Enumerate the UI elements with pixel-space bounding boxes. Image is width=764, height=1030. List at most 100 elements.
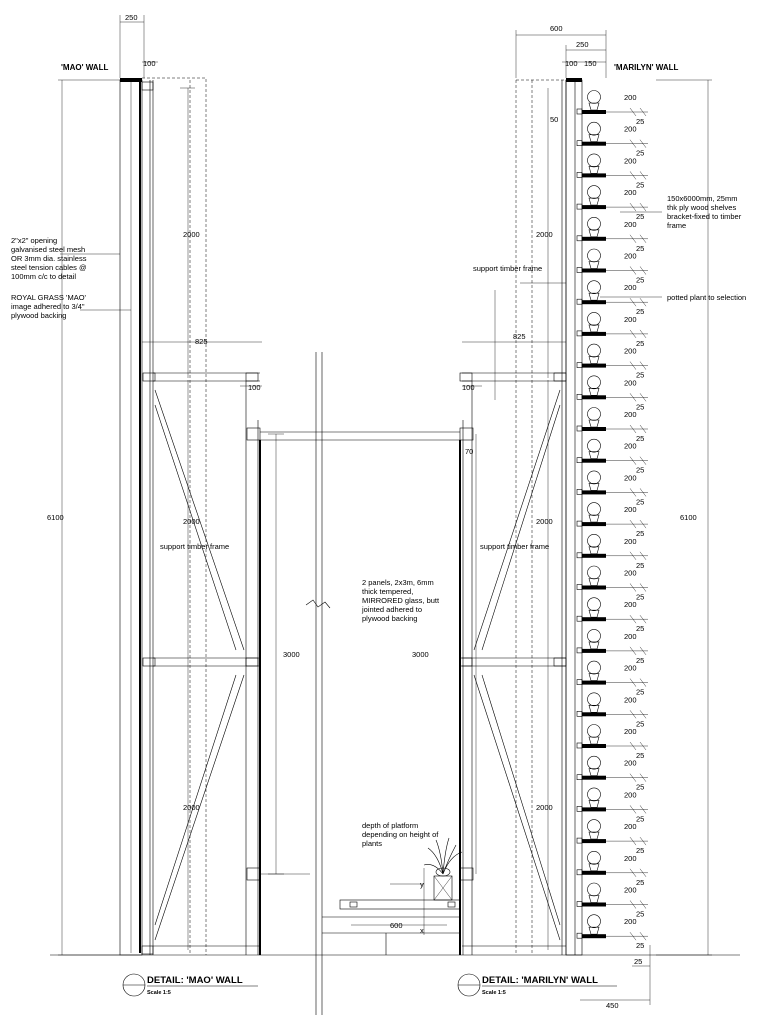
shelf-bracket (576, 393, 583, 400)
marilyn-support-frame-upper-note: support timber frame (473, 264, 542, 273)
shelf-bracket (576, 901, 583, 907)
plant-pot (588, 768, 600, 776)
shelf-dim-200: 200 (624, 759, 637, 768)
plant-pot (588, 356, 600, 364)
shelf-dim-25: 25 (636, 497, 644, 506)
potted-plant-icon (587, 153, 601, 168)
shelf (582, 775, 606, 780)
shelf-dim-tick (629, 646, 637, 656)
shelf-dim-tick (629, 424, 637, 434)
shelf-dim-tick (639, 932, 647, 941)
dim-150-marilyn: 150 (584, 59, 597, 68)
plant-pot (588, 324, 600, 333)
mao-mid-block-left (142, 657, 156, 667)
shelf-bracket (576, 330, 583, 337)
shelf-dim-25: 25 (636, 561, 644, 570)
dim-450-marilyn: 450 (606, 1001, 619, 1010)
plant-pot (588, 261, 600, 269)
shelf-dim-200: 200 (624, 220, 637, 229)
marilyn-rail-block-right (553, 372, 567, 382)
shelf-dim-25: 25 (636, 276, 644, 285)
plant-pot (588, 673, 600, 681)
detail-mao-scale: Scale 1:5 (147, 990, 171, 996)
shelf-dim-tick (629, 107, 637, 117)
shelf-dim-200: 200 (624, 347, 637, 356)
shelf-dim-tick (629, 266, 637, 275)
potted-plant-icon (587, 692, 601, 707)
shelf-dim-tick (629, 710, 637, 719)
shelf-dim-25: 25 (636, 878, 644, 887)
potted-plant-icon (587, 850, 601, 865)
shelf-dim-tick (639, 456, 647, 465)
shelf-dim-200: 200 (624, 156, 637, 165)
shelf (582, 205, 606, 210)
shelf-bracket (576, 140, 583, 146)
dim-100-marilyn: 100 (565, 59, 578, 68)
shelf-dim-200: 200 (624, 315, 637, 324)
shelf-dim-200: 200 (624, 442, 637, 451)
shelf (582, 141, 606, 146)
plant-pot (588, 578, 600, 586)
potted-plant-icon (587, 755, 601, 770)
potted-plant-icon (587, 597, 601, 612)
plant-pot (588, 831, 600, 840)
mao-rail-block-right (245, 372, 259, 382)
shelf (582, 902, 606, 907)
marilyn-support-frame-note: support timber frame (480, 542, 549, 551)
shelf-bracket (576, 869, 583, 876)
shelf (582, 110, 606, 114)
marilyn-wall-panel (565, 79, 583, 956)
shelf-dim-tick (639, 710, 647, 719)
detail-title-mao: DETAIL: 'MAO' WALL Scale 1:5 (122, 973, 258, 997)
shelf-dim-200: 200 (624, 600, 637, 609)
dim-2000-mao-mid: 2000 (183, 517, 200, 526)
potted-plant-icon (587, 312, 601, 326)
shelf-dim-25: 25 (636, 466, 644, 475)
shelf (582, 839, 606, 844)
potted-plant-icon (587, 533, 601, 548)
shelf-bracket (576, 806, 583, 812)
potted-plant-icon (587, 565, 601, 580)
shelf-dim-tick (629, 551, 637, 560)
shelf-bracket (576, 647, 583, 654)
shelf-dim-tick (639, 329, 647, 339)
shelf-dim-tick (639, 139, 647, 148)
platform-planter-x2 (433, 875, 453, 901)
shelf-stack (576, 90, 606, 939)
dim-25-bottom: 25 (634, 957, 642, 966)
detail-mao-title: DETAIL: 'MAO' WALL (147, 975, 243, 986)
shelf-dim-tick (629, 741, 637, 751)
shelf-bracket (576, 489, 583, 495)
plant-pot (588, 546, 600, 555)
shelf-bracket (576, 837, 583, 844)
shelf-dim-tick (629, 773, 637, 782)
potted-plant-icon (587, 819, 601, 833)
shelf-dim-200: 200 (624, 664, 637, 673)
shelf-dim-tick (639, 519, 647, 529)
shelf-bracket (576, 774, 583, 781)
dim-100-marilyn-rail: 100 (462, 383, 475, 392)
potted-plant-icon (587, 185, 601, 199)
shelf-dim-200: 200 (624, 473, 637, 482)
shelf-dim-tick (639, 678, 647, 687)
mao-brace-1 (154, 389, 245, 651)
shelf-bracket (576, 203, 583, 210)
platform-block-right (447, 901, 456, 908)
marilyn-wall (322, 78, 583, 956)
shelf-dim-200: 200 (624, 854, 637, 863)
shelf-dim-25: 25 (636, 212, 644, 221)
detail-marilyn-scale: Scale 1:5 (482, 990, 506, 996)
shelf-bracket (576, 457, 583, 464)
detail-marilyn-title: DETAIL: 'MARILYN' WALL (482, 975, 598, 986)
shelf (582, 331, 606, 336)
shelf-dim-tick (629, 171, 637, 180)
dim-3000-marilyn: 3000 (412, 650, 429, 659)
dim-825-mao: 825 (195, 337, 208, 346)
shelf-dim-200: 200 (624, 790, 637, 799)
dim-825-marilyn: 825 (513, 332, 526, 341)
shelf-dim-25: 25 (636, 846, 644, 855)
shelf-dim-tick (629, 234, 637, 243)
mao-bottom-block (141, 945, 154, 955)
plant-pot (588, 514, 600, 523)
